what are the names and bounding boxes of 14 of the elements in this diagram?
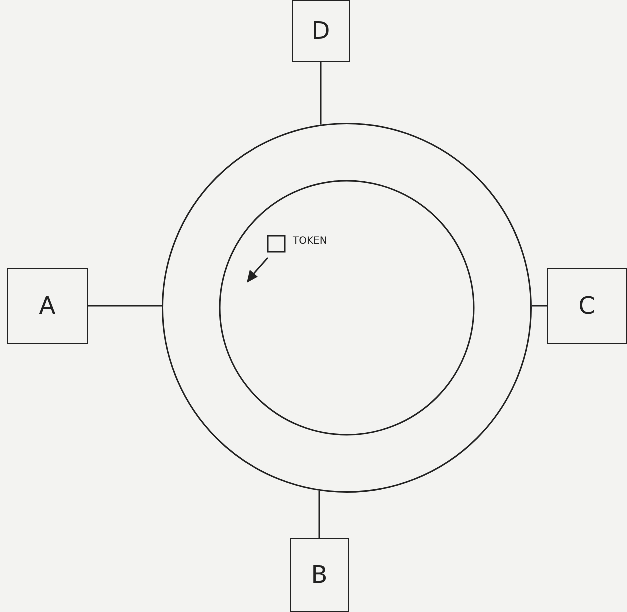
station-label: A [39,292,56,320]
station-box [290,538,349,612]
station-box [292,0,350,62]
station-box [547,268,627,344]
station-label: C [578,292,596,320]
connector-line [318,490,320,538]
connector-line [320,62,322,125]
connector-line [532,305,547,307]
connector-line [88,305,162,307]
station-label: B [311,561,328,589]
token-label: TOKEN [293,236,328,247]
station-label: D [312,17,330,45]
station-box [7,268,88,344]
ring-drawing [162,123,532,493]
